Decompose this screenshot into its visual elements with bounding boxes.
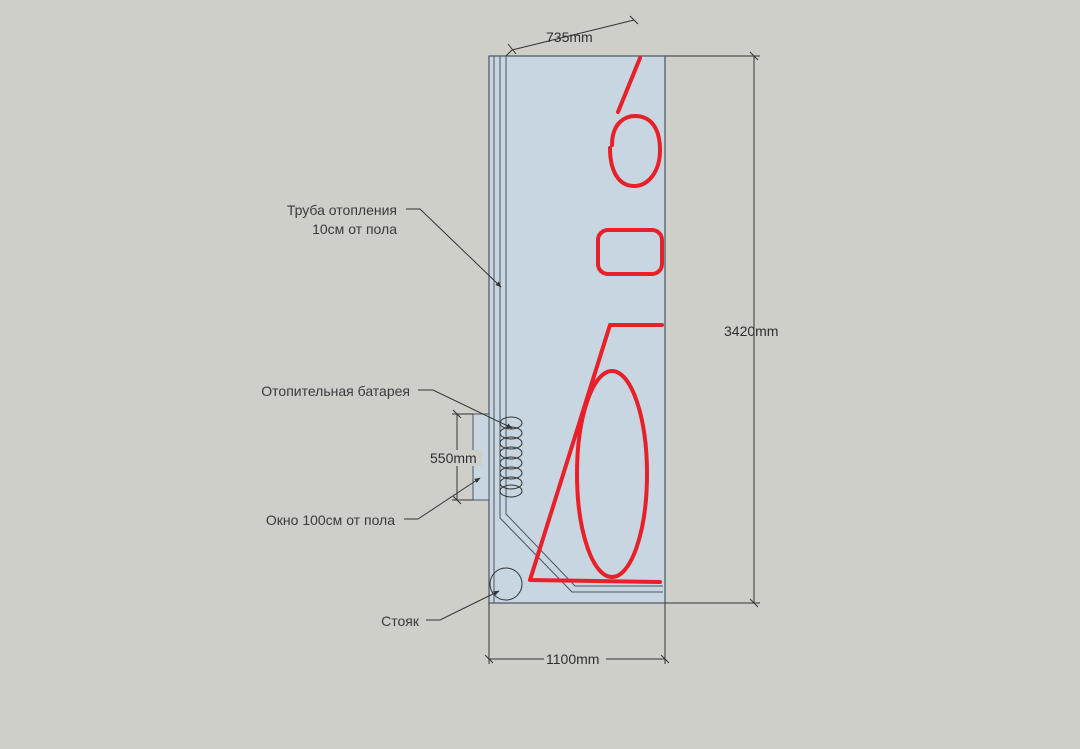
heating-pipe-label-line1: Труба отопления <box>287 202 397 218</box>
heating-pipe-leader <box>406 208 502 288</box>
room-outline <box>488 55 666 604</box>
radiator-coils <box>499 416 523 498</box>
right-dimension <box>665 51 760 608</box>
riser-leader <box>426 590 500 621</box>
radiator-label: Отопительная батарея <box>261 383 410 399</box>
red-digit-six <box>608 56 662 188</box>
riser-label: Стояк <box>381 613 420 629</box>
radiator-leader <box>418 389 513 429</box>
top-dimension-label: 735mm <box>546 29 593 45</box>
red-markup <box>528 56 664 584</box>
bottom-dimension-label-bg <box>544 650 606 666</box>
top-dimension <box>505 15 639 57</box>
bottom-dimension-label: 1100mm <box>546 651 599 667</box>
right-dimension-label: 3420mm <box>724 323 778 339</box>
red-digit-zero-small <box>596 228 664 276</box>
window-label: Окно 100см от пола <box>266 512 395 528</box>
riser-circle <box>489 567 523 601</box>
heating-pipe-label-line2: 10см от пола <box>312 221 397 237</box>
window-dimension-label-bg <box>428 450 482 466</box>
window-dimension-label: 550mm <box>430 450 477 466</box>
window-leader <box>404 477 481 520</box>
red-digit-zero-large <box>575 369 649 579</box>
